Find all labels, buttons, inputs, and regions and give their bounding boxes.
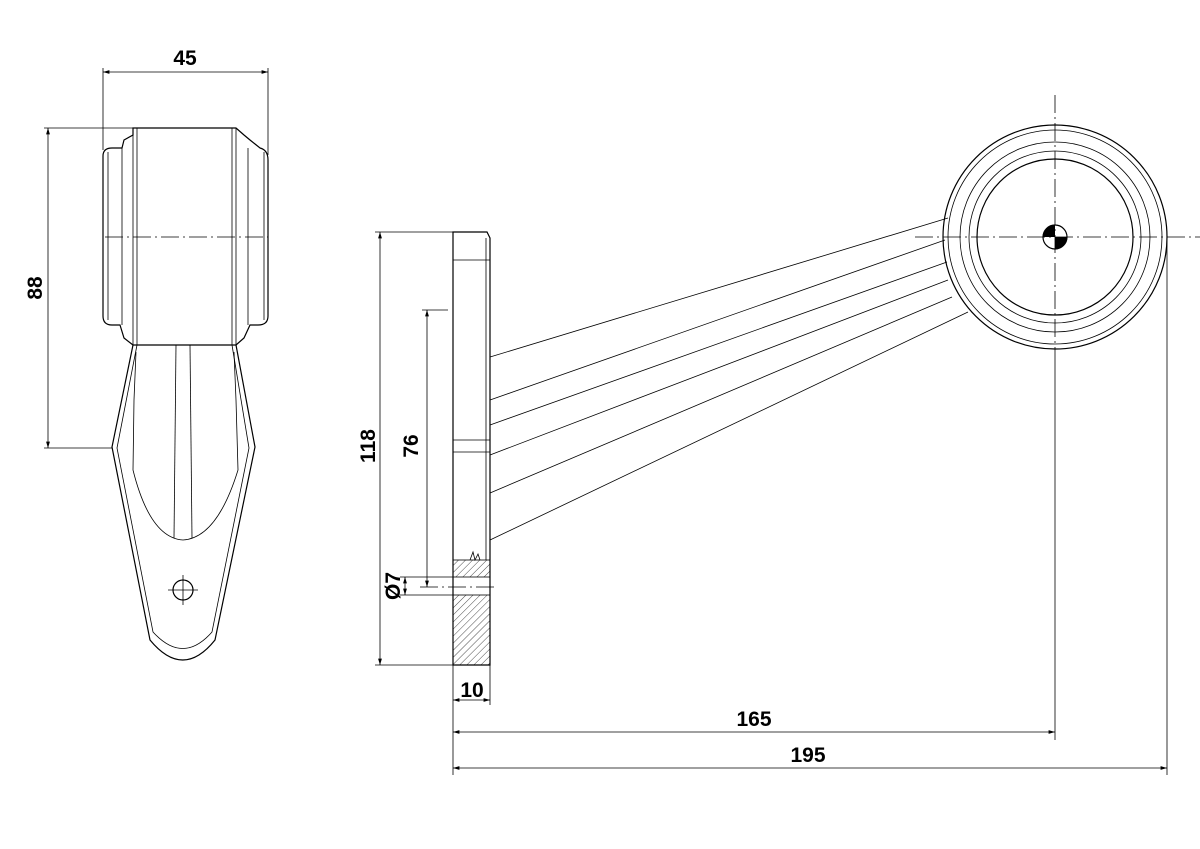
dim-width-front: 45 [173, 47, 197, 70]
dim-reach-center: 165 [736, 708, 771, 731]
plate-section-upper [452, 559, 491, 578]
plate-section-lower [452, 594, 491, 666]
dim-plate-thickness: 10 [460, 679, 483, 702]
dim-hole-spacing: 76 [400, 434, 423, 457]
side-view: 118 76 Ø7 10 165 195 [357, 95, 1200, 775]
dim-height-front: 88 [24, 276, 47, 300]
dim-plate-height: 118 [357, 429, 380, 463]
dim-reach-total: 195 [790, 744, 825, 767]
front-view: 45 88 [24, 47, 269, 661]
dim-hole-diameter: Ø7 [382, 572, 405, 600]
lamp-head-side [915, 95, 1200, 360]
